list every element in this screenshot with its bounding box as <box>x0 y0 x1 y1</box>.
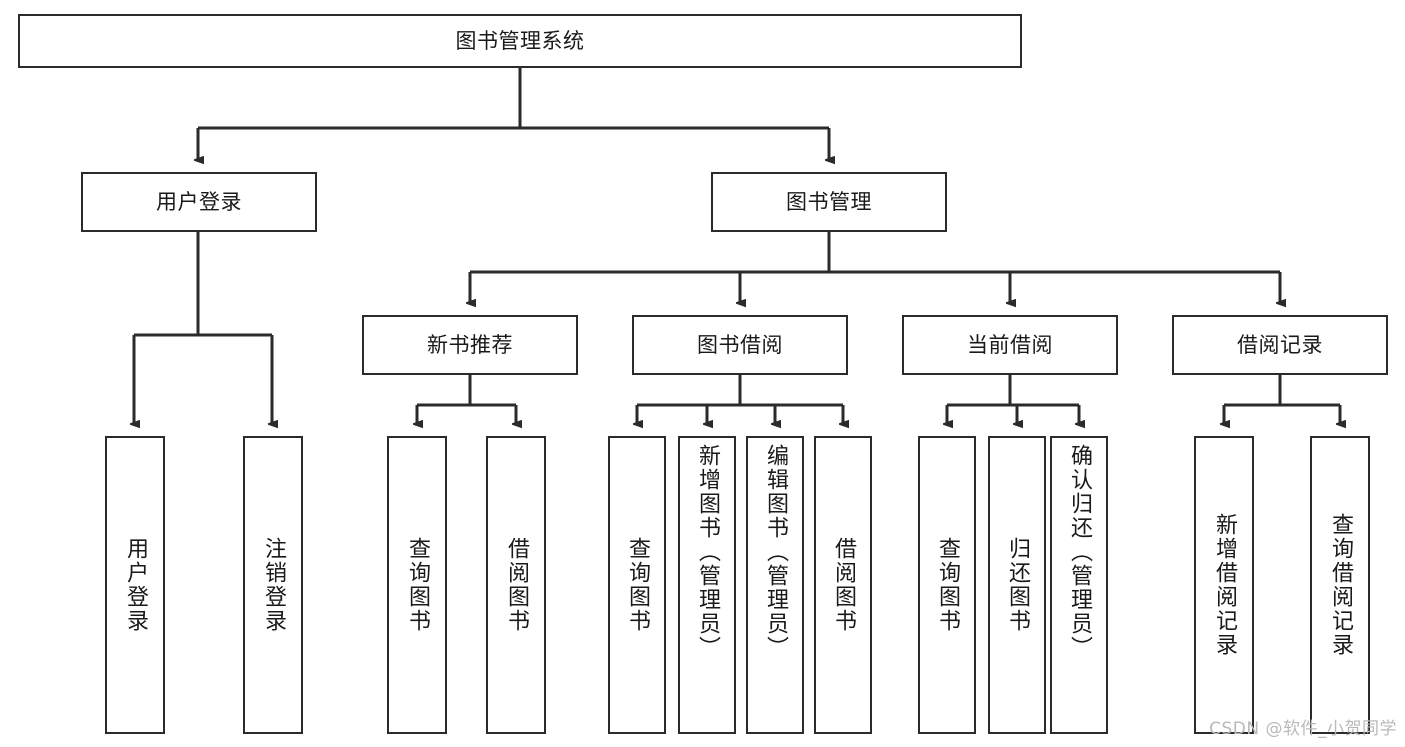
node-leaf-current-return-label: 归还图书 <box>1005 537 1030 633</box>
node-user-login-label: 用户登录 <box>156 189 242 214</box>
node-leaf-record-add-label: 新增借阅记录 <box>1212 513 1237 657</box>
node-root-label: 图书管理系统 <box>455 28 585 53</box>
node-leaf-borrow-edit[interactable]: 编辑图书（管理员） <box>746 436 804 734</box>
node-book-borrow-label: 图书借阅 <box>697 332 783 357</box>
node-leaf-current-confirm-label: 确认归还（管理员） <box>1067 444 1092 660</box>
node-book-borrow[interactable]: 图书借阅 <box>632 315 848 375</box>
node-borrow-record-label: 借阅记录 <box>1237 332 1323 357</box>
node-root[interactable]: 图书管理系统 <box>18 14 1022 68</box>
node-book-manage-label: 图书管理 <box>786 189 872 214</box>
node-current-borrow-label: 当前借阅 <box>967 332 1053 357</box>
node-current-borrow[interactable]: 当前借阅 <box>902 315 1118 375</box>
node-leaf-borrow-add-label: 新增图书（管理员） <box>695 444 720 660</box>
node-user-login[interactable]: 用户登录 <box>81 172 317 232</box>
node-leaf-current-query-label: 查询图书 <box>935 537 960 633</box>
csdn-watermark: CSDN @软件_小贺同学 <box>1209 719 1397 739</box>
node-leaf-user-logout-label: 注销登录 <box>261 537 286 633</box>
node-leaf-borrow-lend[interactable]: 借阅图书 <box>814 436 872 734</box>
node-leaf-record-query-label: 查询借阅记录 <box>1328 513 1353 657</box>
node-leaf-user-login-label: 用户登录 <box>123 537 148 633</box>
node-leaf-rec-query[interactable]: 查询图书 <box>387 436 447 734</box>
node-new-book-rec-label: 新书推荐 <box>427 332 513 357</box>
node-leaf-borrow-edit-label: 编辑图书（管理员） <box>763 444 788 660</box>
node-new-book-rec[interactable]: 新书推荐 <box>362 315 578 375</box>
node-leaf-rec-borrow-label: 借阅图书 <box>504 537 529 633</box>
node-leaf-record-query[interactable]: 查询借阅记录 <box>1310 436 1370 734</box>
node-leaf-rec-borrow[interactable]: 借阅图书 <box>486 436 546 734</box>
node-leaf-borrow-lend-label: 借阅图书 <box>831 537 856 633</box>
node-leaf-borrow-query[interactable]: 查询图书 <box>608 436 666 734</box>
node-leaf-user-logout[interactable]: 注销登录 <box>243 436 303 734</box>
node-leaf-borrow-add[interactable]: 新增图书（管理员） <box>678 436 736 734</box>
node-leaf-current-query[interactable]: 查询图书 <box>918 436 976 734</box>
node-leaf-rec-query-label: 查询图书 <box>405 537 430 633</box>
node-leaf-borrow-query-label: 查询图书 <box>625 537 650 633</box>
node-leaf-record-add[interactable]: 新增借阅记录 <box>1194 436 1254 734</box>
node-leaf-current-confirm[interactable]: 确认归还（管理员） <box>1050 436 1108 734</box>
node-leaf-user-login[interactable]: 用户登录 <box>105 436 165 734</box>
node-borrow-record[interactable]: 借阅记录 <box>1172 315 1388 375</box>
node-leaf-current-return[interactable]: 归还图书 <box>988 436 1046 734</box>
node-book-manage[interactable]: 图书管理 <box>711 172 947 232</box>
